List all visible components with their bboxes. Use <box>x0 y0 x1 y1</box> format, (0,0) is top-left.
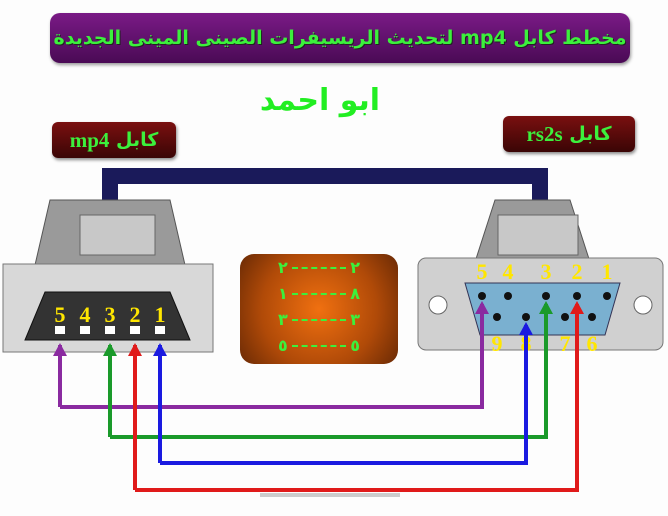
wire-arrow <box>103 343 117 356</box>
mp4-pin-number: 1 <box>155 302 166 327</box>
label-name: mp4 <box>69 127 110 152</box>
db9-pin-hole <box>522 313 530 321</box>
mp4-pin-contact <box>105 326 115 334</box>
left-pin: ٢ <box>278 258 288 277</box>
left-pin: ٣ <box>278 310 288 329</box>
wire <box>108 304 548 439</box>
db9-pin-number: 7 <box>560 331 571 356</box>
wire <box>133 304 579 492</box>
db9-pin-hole <box>478 292 486 300</box>
right-pin: ٨ <box>350 284 360 303</box>
mp4-pin-number: 3 <box>105 302 116 327</box>
db9-pin-number: 3 <box>541 259 552 284</box>
db9-pin-number: 4 <box>503 259 514 284</box>
mp4-pin-number: 4 <box>80 302 91 327</box>
wire-arrow <box>570 301 584 314</box>
wire-arrow <box>53 343 67 356</box>
dash <box>291 344 347 347</box>
rs2s-cable-label: كابل rs2s <box>503 116 635 152</box>
label-prefix: كابل <box>569 123 612 145</box>
left-pin: ٥ <box>278 336 288 355</box>
title: مخطط كابل mp4 لتحديث الريسيفرات الصينى ا… <box>53 27 627 49</box>
wire-arrow <box>539 301 553 314</box>
author-name: ابو احمد <box>259 83 381 118</box>
db9-pin-number: 1 <box>602 259 613 284</box>
dash <box>291 318 347 321</box>
dash <box>291 266 347 269</box>
right-pin: ٣ <box>350 310 360 329</box>
db9-pin-hole <box>588 313 596 321</box>
label-prefix: كابل <box>116 129 159 151</box>
db9-pin-number: 2 <box>572 259 583 284</box>
wire-arrow <box>153 343 167 356</box>
title-banner: مخطط كابل mp4 لتحديث الريسيفرات الصينى ا… <box>50 13 630 63</box>
db9-pin-number: 5 <box>477 259 488 284</box>
mp4-pin-contact <box>130 326 140 334</box>
db9-pin-number: 6 <box>587 331 598 356</box>
db9-pin-number: 9 <box>492 331 503 356</box>
left-pin: ١ <box>278 284 288 303</box>
mp4-pin-contact <box>55 326 65 334</box>
wire-arrow <box>128 343 142 356</box>
mp4-pin-number: 2 <box>130 302 141 327</box>
dash <box>291 292 347 295</box>
db9-pin-hole <box>504 292 512 300</box>
db9-pin-hole <box>561 313 569 321</box>
label-name: rs2s <box>526 121 563 146</box>
wire-arrow <box>475 301 489 314</box>
mp4-pin-contact <box>80 326 90 334</box>
mp4-cable-label: كابل mp4 <box>52 122 176 158</box>
cable <box>102 168 548 210</box>
db9-pin-hole <box>542 292 550 300</box>
db9-pin-hole <box>603 292 611 300</box>
db9-pin-hole <box>573 292 581 300</box>
right-pin: ٢ <box>350 258 360 277</box>
db9-pin-hole <box>493 313 501 321</box>
wire <box>158 325 528 465</box>
mp4-pin-number: 5 <box>55 302 66 327</box>
mp4-pin-contact <box>155 326 165 334</box>
wire-arrow <box>519 322 533 335</box>
right-pin: ٥ <box>350 336 360 355</box>
